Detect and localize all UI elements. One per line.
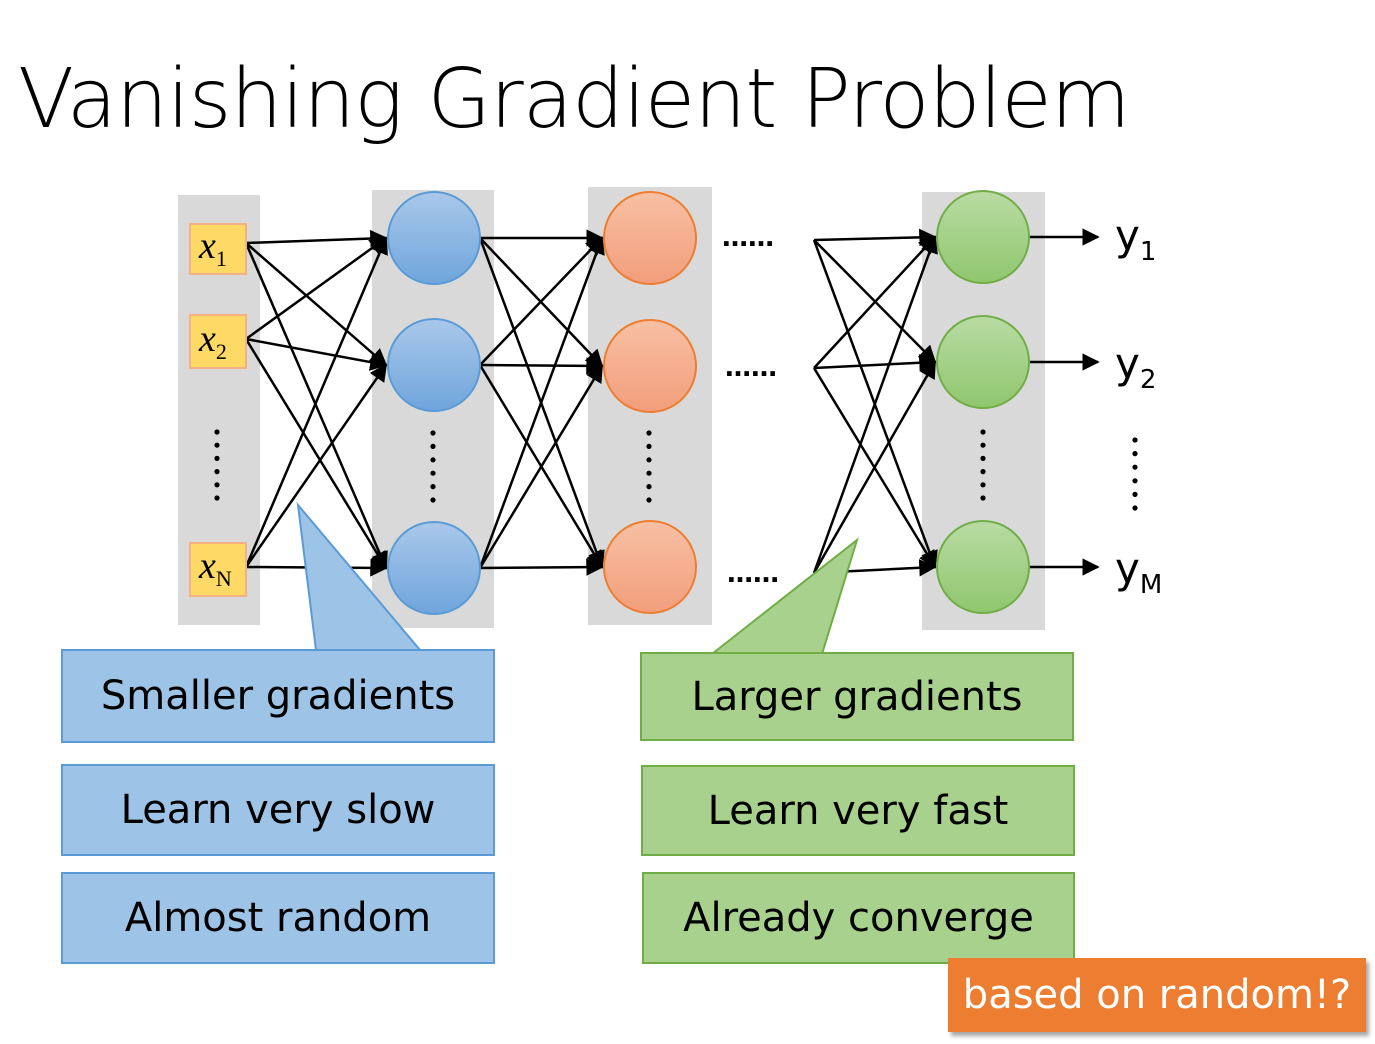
vertical-ellipsis-dots — [214, 429, 1138, 511]
edge-in-l1 — [245, 242, 388, 367]
smaller-gradients-box: Smaller gradients — [61, 649, 495, 743]
last-layer-vdots — [980, 455, 986, 461]
input-vdots — [214, 469, 220, 475]
learn-fast-box: Learn very fast — [641, 765, 1075, 856]
input-vdots — [214, 495, 220, 501]
edge-l1-l2 — [479, 558, 604, 576]
output-label-y2: y2 — [1115, 339, 1156, 395]
larger-gradients-box: Larger gradients — [640, 652, 1074, 741]
input-box-x2 — [189, 314, 247, 369]
input-box-x1 — [189, 223, 247, 275]
almost-random-box: Almost random — [61, 872, 495, 964]
green-neuron — [936, 520, 1030, 614]
slide-title: Vanishing Gradient Problem — [18, 52, 1131, 147]
based-on-random-note: based on random!? — [948, 958, 1366, 1032]
edge-l3-out — [813, 235, 937, 369]
edge-in-l1 — [245, 337, 388, 371]
learn-fast-label: Learn very fast — [707, 787, 1009, 834]
input-label-xN: xN — [198, 545, 232, 591]
output-vdots — [1132, 437, 1138, 443]
hdots-1: …… — [722, 223, 774, 253]
green-neuron — [936, 315, 1030, 409]
last-layer-vdots — [980, 495, 986, 501]
edge-l3-out — [813, 228, 937, 247]
edge-in-l1 — [245, 236, 388, 341]
input-label-x2: x2 — [198, 318, 227, 364]
orange-neuron — [603, 319, 697, 413]
edge-l3-out — [812, 235, 938, 574]
already-converge-box: Already converge — [642, 872, 1075, 964]
layer1-vdots — [430, 470, 436, 476]
edge-l3-out — [813, 354, 937, 372]
hdots-2: …… — [725, 353, 777, 383]
blue-neuron — [387, 191, 481, 285]
hdots-3: …… — [727, 559, 779, 589]
input-vdots — [214, 442, 220, 448]
layer2-vdots — [646, 443, 652, 449]
input-vdots — [214, 455, 220, 461]
edge-in-l1 — [244, 338, 388, 570]
edge-l1-l2 — [479, 357, 604, 375]
learn-slow-label: Learn very slow — [120, 787, 436, 833]
output-arrows — [1030, 228, 1100, 576]
layer1-vdots — [430, 484, 436, 490]
green-neuron — [936, 190, 1030, 284]
blue-neuron — [387, 521, 481, 615]
edge-in-l1 — [245, 229, 388, 248]
layer1-vdots — [430, 430, 436, 436]
layer1-vdots — [430, 457, 436, 463]
layer2-vdots — [646, 470, 652, 476]
based-on-random-label: based on random!? — [962, 972, 1352, 1018]
input-vdots — [214, 429, 220, 435]
edge-l1-l2 — [478, 236, 605, 569]
edge-l1-l2 — [478, 364, 604, 569]
output-vdots — [1132, 464, 1138, 470]
input-box-xN — [189, 542, 247, 597]
orange-neuron — [603, 520, 697, 614]
output-vdots — [1132, 478, 1138, 484]
layer2-vdots — [646, 430, 652, 436]
output-label-y1: y1 — [1115, 211, 1156, 267]
already-converge-label: Already converge — [683, 895, 1034, 941]
output-labels: y1 y2 yM — [1115, 211, 1162, 600]
last-layer-vdots — [980, 429, 986, 435]
input-vdots — [214, 482, 220, 488]
last-layer-vdots — [980, 469, 986, 475]
output-vdots — [1132, 491, 1138, 497]
horizontal-ellipsis: …… …… …… — [722, 223, 779, 589]
edge-in-l1 — [244, 236, 388, 568]
input-boxes: x1 x2 xN — [189, 223, 247, 597]
smaller-gradients-label: Smaller gradients — [100, 673, 456, 719]
neurons — [387, 190, 1030, 615]
layer1-vdots — [430, 497, 436, 503]
right-callout-pointer — [709, 537, 859, 655]
edge-l1-l2 — [479, 236, 604, 366]
edge-l3-out — [812, 360, 937, 574]
edge-in-l1 — [244, 363, 388, 568]
layer2-vdots — [646, 497, 652, 503]
blue-neuron — [387, 318, 481, 412]
input-label-x1: x1 — [198, 225, 227, 271]
learn-slow-box: Learn very slow — [61, 764, 495, 856]
layer1-vdots — [430, 443, 436, 449]
almost-random-label: Almost random — [124, 895, 432, 941]
last-layer-vdots — [980, 482, 986, 488]
output-label-yM: yM — [1115, 544, 1162, 600]
last-layer-vdots — [980, 442, 986, 448]
orange-neuron — [603, 191, 697, 285]
layer2-vdots — [646, 484, 652, 490]
layer2-vdots — [646, 457, 652, 463]
connections — [244, 228, 938, 577]
output-vdots — [1132, 451, 1138, 457]
larger-gradients-label: Larger gradients — [691, 673, 1023, 720]
output-vdots — [1132, 505, 1138, 511]
